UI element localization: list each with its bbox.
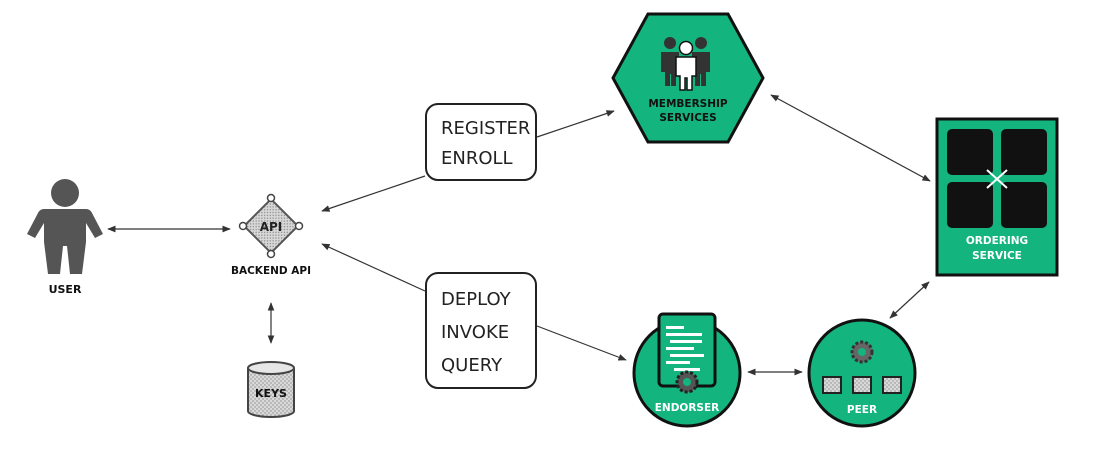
peer-label: PEER <box>847 404 877 416</box>
api-diamond-icon <box>238 193 304 259</box>
document-gear-icon <box>657 312 717 394</box>
enroll-label: ENROLL <box>441 148 513 169</box>
deploy-to-endorser-arrow <box>536 325 627 361</box>
ordering-label-line1: ORDERING <box>966 235 1028 247</box>
keys-node: KEYS <box>247 361 295 418</box>
group-people-icon <box>661 37 710 91</box>
backend-api-node: API BACKEND API <box>231 193 311 277</box>
keys-label: KEYS <box>255 387 287 400</box>
register-label: REGISTER <box>441 118 530 139</box>
user-label: USER <box>49 283 82 296</box>
invoke-label: INVOKE <box>441 322 509 343</box>
query-label: QUERY <box>441 355 503 376</box>
membership-services-node: MEMBERSHIP SERVICES <box>611 12 765 144</box>
deploy-label: DEPLOY <box>441 289 512 310</box>
register-to-membership-arrow <box>536 110 615 138</box>
backend-api-label: BACKEND API <box>231 265 311 277</box>
user-node: USER <box>27 179 103 296</box>
endorser-label: ENDORSER <box>655 402 720 414</box>
deploy-to-api-arrow <box>321 243 426 292</box>
membership-label-line1: MEMBERSHIP <box>648 98 728 110</box>
transaction-actions-box: DEPLOY INVOKE QUERY <box>425 272 537 389</box>
database-icon <box>247 361 295 418</box>
api-badge: API <box>260 220 283 234</box>
ordering-label-line2: SERVICE <box>972 250 1022 262</box>
connectors <box>107 94 931 376</box>
endorser-node: ENDORSER <box>632 312 742 428</box>
peer-node: PEER <box>807 318 917 428</box>
identity-actions-box: REGISTER ENROLL <box>425 103 537 181</box>
ordering-service-node: ORDERING SERVICE <box>935 117 1059 277</box>
register-to-api-arrow <box>321 175 426 212</box>
person-icon <box>27 179 103 274</box>
peer-ordering-arrow <box>889 281 930 319</box>
gear-blocks-icon <box>822 340 902 394</box>
ordering-grid-icon <box>947 129 1047 228</box>
membership-label-line2: SERVICES <box>659 112 716 124</box>
membership-ordering-arrow <box>770 94 931 182</box>
